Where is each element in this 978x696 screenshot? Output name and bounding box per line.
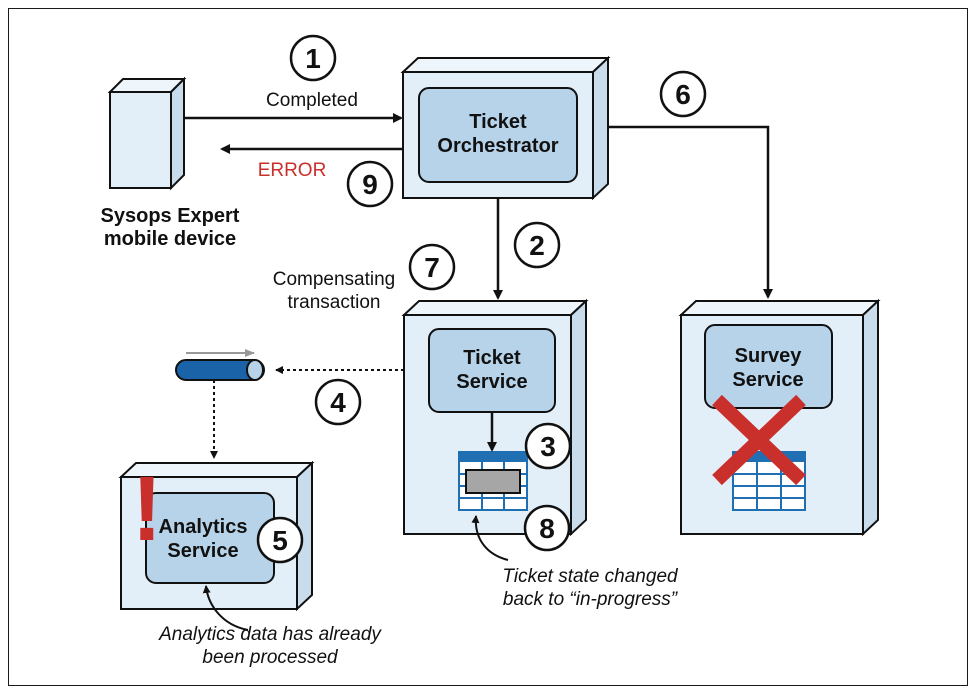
step-9-marker: 9 [346,160,394,208]
step-8-label: 8 [539,513,555,544]
device-label-line2: mobile device [104,228,236,250]
step-8-marker: 8 [523,504,571,552]
orchestrator-label-line2: Orchestrator [437,135,558,157]
analytics-note-line1: Analytics data has already [158,624,382,645]
step-2-marker: 2 [513,221,561,269]
step-6-label: 6 [675,79,691,110]
step-2-label: 2 [529,230,545,261]
ticket-service-label-line1: Ticket [463,347,521,369]
step-5-label: 5 [272,525,288,556]
analytics-pointer [202,585,249,631]
diagram-frame [8,8,968,686]
step-4-label: 4 [330,387,346,418]
orchestrator-box [400,55,611,201]
mobile-device-icon [107,76,187,191]
analytics-note-line2: been processed [202,647,339,668]
orchestrator-label-line1: Ticket [469,111,527,133]
step-1-marker: 1 [289,34,337,82]
step-7-marker: 7 [408,243,456,291]
step-1-label: 1 [305,43,321,74]
survey-service-label-line1: Survey [735,345,803,367]
queue-icon [175,349,265,381]
ticket-service-label-line2: Service [456,371,527,393]
step-5-marker: 5 [256,516,304,564]
ticket-state-pointer [471,515,509,561]
analytics-service-label-line1: Analytics [159,516,248,538]
analytics-service-label-line2: Service [167,540,238,562]
completed-label: Completed [266,90,358,111]
survey-service-label-line2: Service [732,369,803,391]
orchestrator-to-survey-arrow [608,125,773,299]
compensating-label-line2: transaction [288,292,381,313]
step-6-marker: 6 [659,70,707,118]
exclamation-icon: ! [132,458,163,560]
step-3-label: 3 [540,431,556,462]
step-3-marker: 3 [524,422,572,470]
ticket-state-note-line2: back to “in-progress” [503,589,679,610]
error-label: ERROR [258,160,327,181]
database-table-icon [458,451,528,511]
ticket-state-note-line1: Ticket state changed [502,566,679,587]
step-9-label: 9 [362,169,378,200]
step-4-marker: 4 [314,378,362,426]
compensating-label-line1: Compensating [273,269,396,290]
device-label-line1: Sysops Expert [101,205,240,227]
step-7-label: 7 [424,252,440,283]
red-x-icon [712,394,806,486]
